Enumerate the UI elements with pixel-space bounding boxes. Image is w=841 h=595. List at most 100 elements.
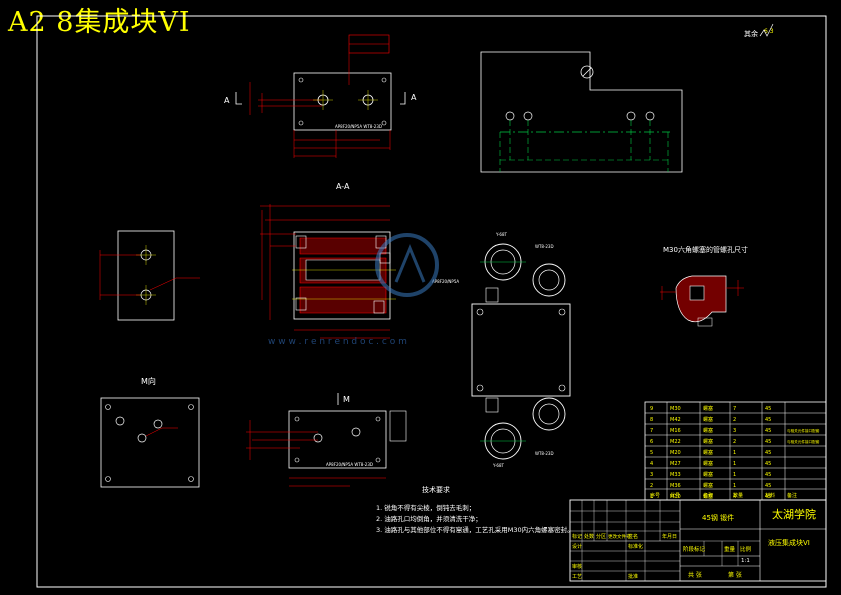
parts-cell-r2-c5: 与相关元件接口配套 [787, 428, 820, 433]
scale-label: 比例 [740, 545, 752, 553]
parts-cell-r1-c4: 45 [765, 417, 771, 423]
parts-cell-r3-c4: 45 [765, 439, 771, 445]
date-label: 年月日 [662, 533, 677, 540]
parts-header-4: 材料 [765, 492, 775, 499]
parts-cell-r2-c4: 45 [765, 428, 771, 434]
parts-cell-r4-c4: 45 [765, 450, 771, 456]
parts-cell-r1-c3: 2 [733, 417, 736, 423]
label-y-top: Y-68T [495, 232, 508, 237]
parts-cell-r4-c3: 1 [733, 450, 736, 456]
parts-cell-r5-c0: 4 [650, 461, 653, 467]
other-roughness-label: 其余 [744, 29, 758, 38]
parts-cell-r8-c4: 45 [765, 494, 771, 500]
parts-cell-r5-c2: 螺塞 [703, 460, 713, 467]
sheets-label: 共 张 [688, 571, 702, 579]
parts-cell-r0-c4: 45 [765, 406, 771, 412]
parts-cell-r0-c0: 9 [650, 406, 653, 412]
change-doc-label: 更改文件号 [608, 533, 631, 540]
tech-req-item-3: 3. 油路孔与其他部位不得有窜通，工艺孔采用M30内六角螺塞密封。 [376, 525, 574, 534]
top-view-note: AP8F20/NP5A WT8-23D [335, 124, 382, 129]
parts-cell-r6-c4: 45 [765, 472, 771, 478]
bottom-view-note: AP8F20/NP5A WT8-23D [326, 462, 373, 467]
parts-cell-r7-c4: 45 [765, 483, 771, 489]
sheet-label: 第 张 [728, 571, 742, 579]
zone-label: 分区 [596, 533, 606, 540]
watermark-logo-icon [375, 233, 439, 297]
section-marker-left: A [224, 96, 230, 105]
parts-cell-r7-c0: 2 [650, 483, 653, 489]
parts-cell-r2-c0: 7 [650, 428, 653, 434]
parts-cell-r3-c1: M22 [670, 439, 681, 445]
review-label: 审核 [572, 563, 582, 570]
stage-label: 阶段标记 [683, 545, 706, 553]
weight-label: 重量 [724, 545, 736, 553]
drawing-name: 液压集成块VI [768, 538, 810, 547]
roughness-symbol-icon [759, 23, 774, 37]
title-block [569, 499, 827, 582]
tech-req-item-2: 2. 油路孔口均倒角，并须清洗干净； [376, 514, 482, 523]
parts-cell-r6-c1: M33 [670, 472, 681, 478]
parts-header-1: 代号 [670, 492, 680, 499]
parts-cell-r2-c3: 3 [733, 428, 736, 434]
count-label: 处数 [584, 533, 594, 540]
design-label: 设计 [572, 543, 582, 550]
parts-cell-r5-c1: M27 [670, 461, 681, 467]
process-label: 工艺 [572, 574, 582, 580]
parts-cell-r2-c1: M16 [670, 428, 681, 434]
tech-req-heading: 技术要求 [422, 485, 450, 494]
parts-cell-r1-c0: 8 [650, 417, 653, 423]
tech-req-item-1: 1. 锐角不得有尖棱，倒钝去毛刺； [376, 503, 475, 512]
m30-detail [660, 275, 744, 327]
parts-cell-r8-c1: M10 [670, 494, 681, 500]
assembly-view [471, 243, 571, 460]
parts-cell-r5-c4: 45 [765, 461, 771, 467]
section-marker-right: A [411, 93, 417, 102]
parts-cell-r8-c2: 螺塞 [703, 493, 713, 500]
center-note: AP8F20/NP5A [432, 279, 459, 284]
parts-cell-r8-c0: 1 [650, 494, 653, 500]
parts-cell-r5-c3: 1 [733, 461, 736, 467]
parts-cell-r3-c5: 与相关元件接口配套 [787, 439, 820, 444]
school-name: 太湖学院 [772, 507, 816, 521]
material-label: 45钢 锻件 [702, 513, 734, 522]
parts-cell-r1-c2: 螺塞 [703, 416, 713, 423]
parts-cell-r8-c3: 4 [733, 494, 736, 500]
label-wt-top: WT8-23D [535, 244, 554, 249]
arrow-m-label: M [343, 395, 350, 404]
parts-cell-r0-c1: M30 [670, 406, 681, 412]
drawing-frame [36, 15, 827, 588]
m30-detail-title: M30六角螺塞的管螺孔尺寸 [663, 245, 748, 254]
parts-cell-r6-c3: 1 [733, 472, 736, 478]
parts-cell-r3-c3: 2 [733, 439, 736, 445]
parts-cell-r0-c3: 7 [733, 406, 736, 412]
parts-cell-r7-c1: M36 [670, 483, 681, 489]
parts-header-3: 数量 [733, 492, 743, 499]
approve-label: 批准 [628, 573, 638, 580]
parts-cell-r2-c2: 螺塞 [703, 427, 713, 434]
parts-cell-r1-c1: M42 [670, 417, 681, 423]
section-a-label: A-A [336, 182, 350, 191]
section-arrow-icon [235, 92, 406, 105]
top-view [249, 34, 392, 158]
bottom-view [246, 410, 407, 487]
view-m-label: M向 [141, 376, 156, 386]
left-side-view [99, 230, 200, 321]
standard-label: 标准化 [628, 543, 643, 550]
parts-header-5: 备注 [787, 492, 797, 499]
parts-cell-r3-c2: 螺塞 [703, 438, 713, 445]
parts-cell-r4-c2: 螺塞 [703, 449, 713, 456]
watermark-url: w w w . r e n r e n d o c . c o m [268, 337, 407, 347]
parts-cell-r3-c0: 6 [650, 439, 653, 445]
label-wt-bottom: WT8-23D [535, 451, 554, 456]
drawing-title: A2 8集成块VI [8, 7, 191, 38]
mark-label: 标记 [572, 533, 582, 540]
parts-cell-r7-c2: 螺塞 [703, 482, 713, 489]
section-a-view [260, 204, 396, 339]
signature-label: 签名 [628, 533, 638, 540]
parts-cell-r7-c3: 1 [733, 483, 736, 489]
parts-cell-r4-c0: 5 [650, 450, 653, 456]
parts-cell-r6-c0: 3 [650, 472, 653, 478]
